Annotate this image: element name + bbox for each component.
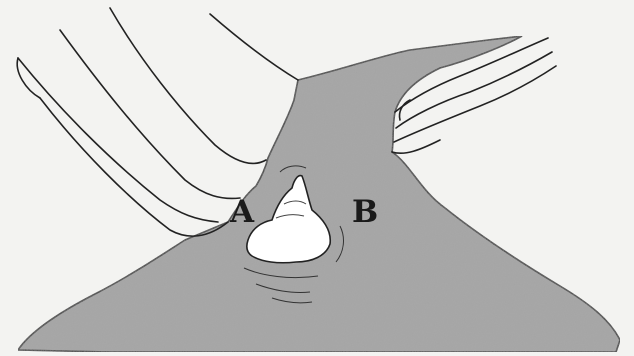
water-region [18,36,620,352]
label-a: A [229,194,255,230]
label-b: B [352,194,378,230]
